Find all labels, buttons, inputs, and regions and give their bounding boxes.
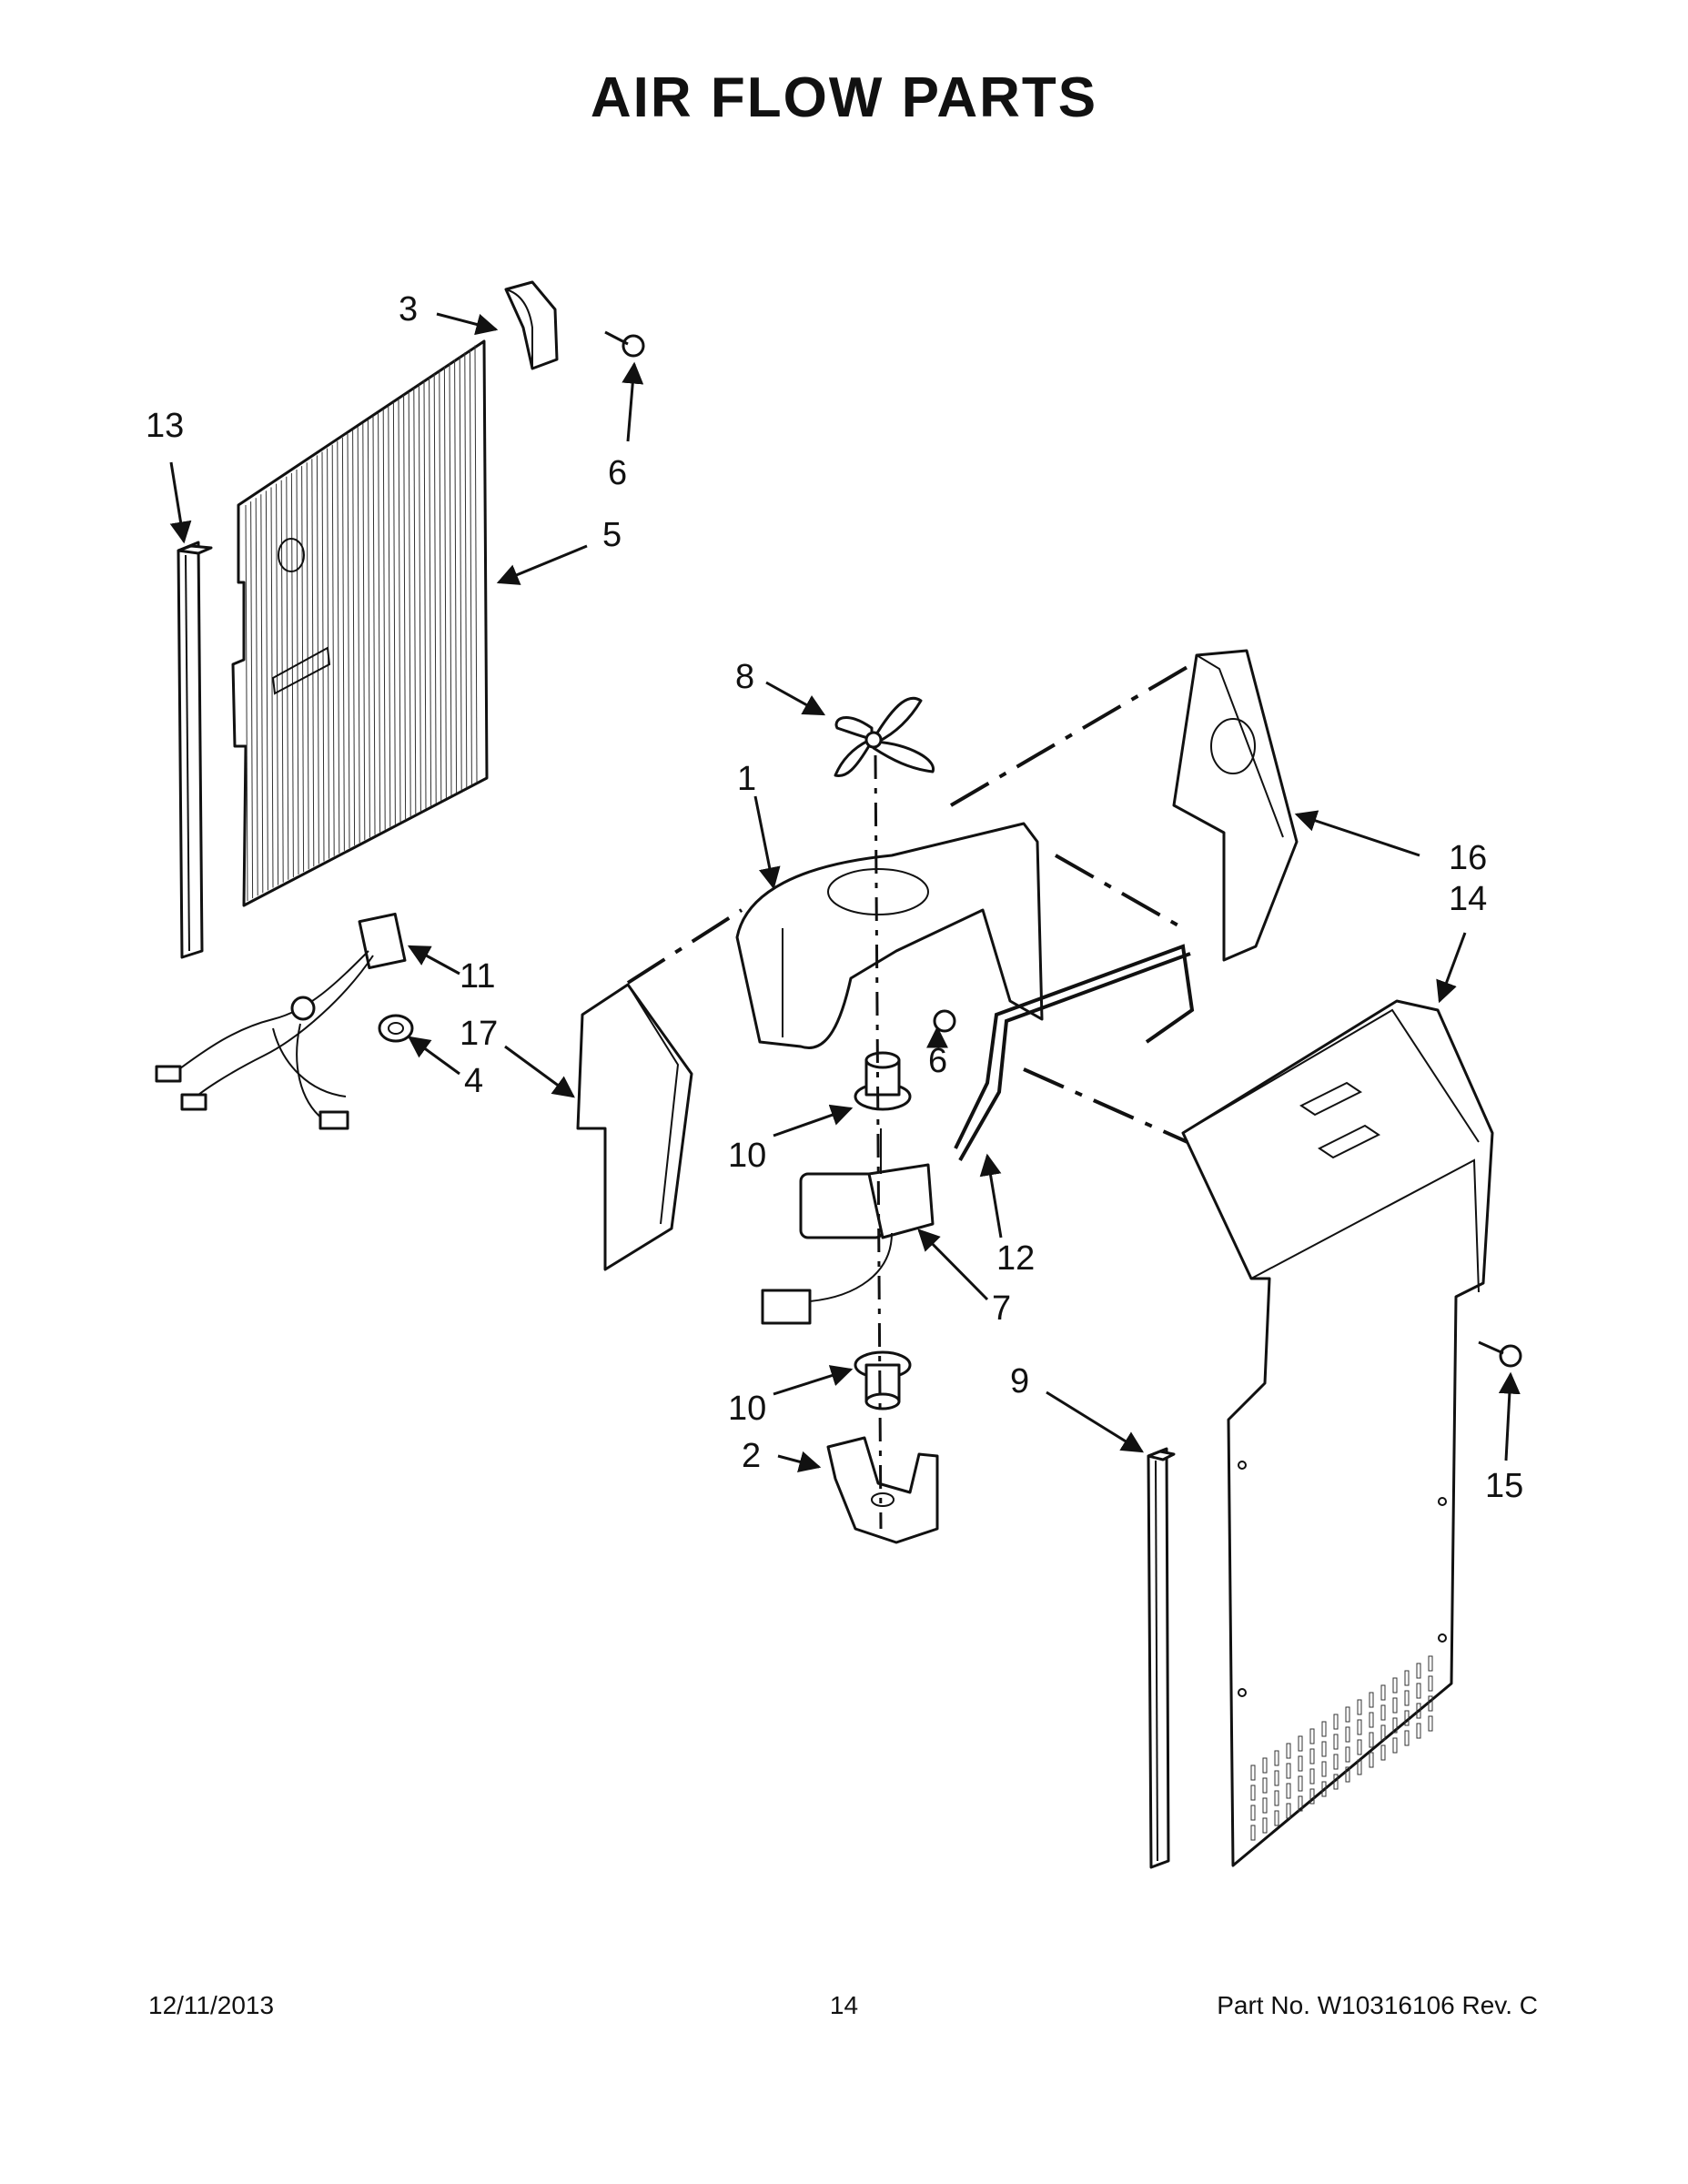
callout-14: 14 bbox=[1449, 880, 1487, 918]
part-16-duct-cover bbox=[1172, 649, 1299, 962]
part-12-wire-bracket bbox=[954, 944, 1195, 1161]
part-5-cover-panel bbox=[231, 339, 489, 907]
part-4-grommet bbox=[378, 1014, 414, 1043]
part-17-duct-panel bbox=[576, 983, 693, 1271]
part-3-vent-cap bbox=[504, 280, 559, 370]
callout-7: 7 bbox=[992, 1289, 1011, 1328]
callout-6-top: 6 bbox=[608, 454, 627, 492]
footer-part-number: Part No. W10316106 Rev. C bbox=[1217, 1991, 1538, 2019]
part-6-screw-top bbox=[604, 330, 645, 358]
part-15-screw bbox=[1478, 1340, 1522, 1368]
part-13-gasket-strip bbox=[177, 541, 213, 959]
callout-8: 8 bbox=[735, 658, 754, 696]
assembly-lines bbox=[626, 662, 1194, 1530]
callout-5: 5 bbox=[602, 516, 622, 554]
panel-ribs bbox=[245, 345, 478, 902]
part-8-fan-blade bbox=[834, 696, 935, 777]
part-10-lower-mount bbox=[854, 1350, 912, 1410]
leader-arrows bbox=[169, 312, 1521, 1473]
callout-17: 17 bbox=[460, 1015, 498, 1053]
callout-12: 12 bbox=[996, 1239, 1035, 1278]
footer-date: 12/11/2013 bbox=[148, 1991, 275, 2019]
part-2-motor-bracket bbox=[826, 1436, 939, 1544]
panel-vents bbox=[1250, 1655, 1433, 1841]
callout-2: 2 bbox=[742, 1437, 761, 1475]
part-7-fan-motor bbox=[761, 1128, 935, 1325]
callout-3: 3 bbox=[399, 290, 418, 329]
page-title: AIR FLOW PARTS bbox=[590, 66, 1098, 129]
part-14-rear-panel bbox=[1181, 999, 1494, 1867]
callout-10-upper: 10 bbox=[728, 1137, 766, 1175]
part-11-wiring-harness bbox=[155, 912, 407, 1130]
callout-labels: 1 2 3 4 5 6 6 7 8 9 10 10 11 12 13 14 15… bbox=[146, 290, 1523, 1505]
part-10-upper-mount bbox=[854, 1051, 912, 1111]
part-9-gasket-strip bbox=[1147, 1447, 1176, 1869]
footer-page-number: 14 bbox=[829, 1991, 859, 2019]
callout-10-lower: 10 bbox=[728, 1390, 766, 1428]
part-6-screw-middle bbox=[933, 1009, 956, 1033]
callout-16: 16 bbox=[1449, 839, 1487, 877]
part-1-fan-housing bbox=[735, 822, 1044, 1050]
callout-1: 1 bbox=[737, 760, 756, 798]
callout-11: 11 bbox=[460, 957, 495, 996]
callout-13: 13 bbox=[146, 407, 184, 445]
callout-9: 9 bbox=[1010, 1362, 1029, 1400]
callout-4: 4 bbox=[464, 1062, 483, 1100]
callout-6-middle: 6 bbox=[928, 1042, 947, 1080]
callout-15: 15 bbox=[1485, 1467, 1523, 1505]
